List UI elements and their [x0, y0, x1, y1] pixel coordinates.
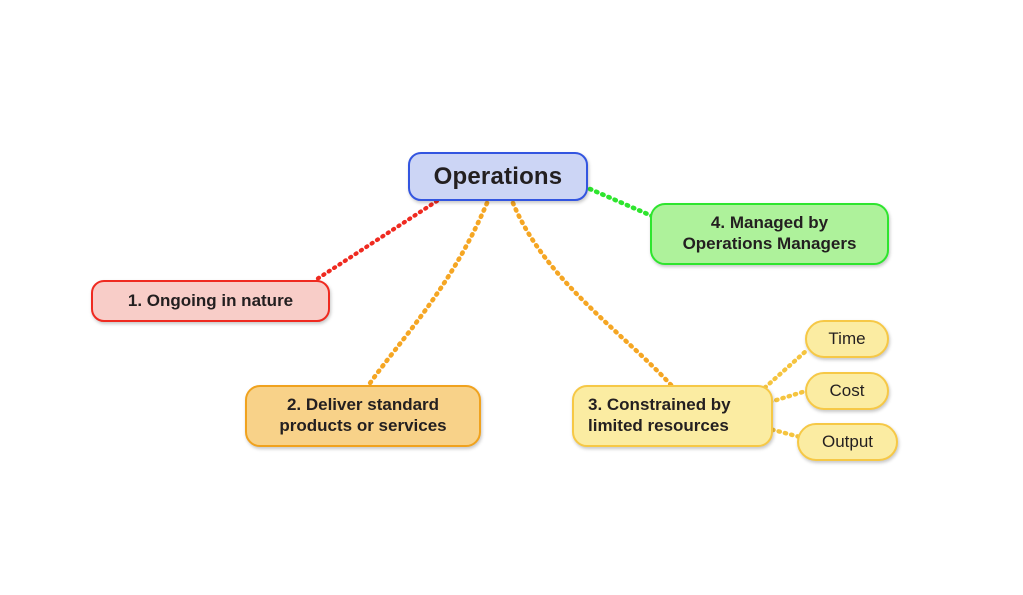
node-branch-managed-by-operations-managers[interactable]: 4. Managed by Operations Managers: [650, 203, 889, 265]
node-leaf-output-label: Output: [821, 431, 874, 451]
edge-root-to-branch3: [510, 200, 675, 389]
node-operations-root-label: Operations: [433, 162, 563, 190]
node-operations-root[interactable]: Operations: [408, 152, 588, 201]
node-leaf-time[interactable]: Time: [805, 320, 889, 358]
node-branch-ongoing-in-nature[interactable]: 1. Ongoing in nature: [91, 280, 330, 322]
node-branch-ongoing-in-nature-label: 1. Ongoing in nature: [127, 290, 294, 310]
node-branch-deliver-standard-products[interactable]: 2. Deliver standard products or services: [245, 385, 481, 447]
node-leaf-cost[interactable]: Cost: [805, 372, 889, 410]
edge-root-to-branch2: [365, 200, 490, 389]
node-branch-constrained-by-limited-resources-label: 3. Constrained by limited resources: [588, 395, 731, 435]
node-leaf-output[interactable]: Output: [797, 423, 898, 461]
edge-root-to-branch1: [311, 198, 440, 284]
node-leaf-time-label: Time: [828, 328, 866, 348]
node-branch-deliver-standard-products-label: 2. Deliver standard products or services: [279, 395, 447, 435]
edge-root-to-branch4: [587, 186, 655, 219]
node-branch-constrained-by-limited-resources[interactable]: 3. Constrained by limited resources: [572, 385, 773, 447]
edge-branch3-to-time: [757, 348, 809, 395]
node-leaf-cost-label: Cost: [829, 380, 865, 400]
node-branch-managed-by-operations-managers-label: 4. Managed by Operations Managers: [682, 213, 857, 253]
edge-branch3-to-cost: [767, 388, 809, 405]
